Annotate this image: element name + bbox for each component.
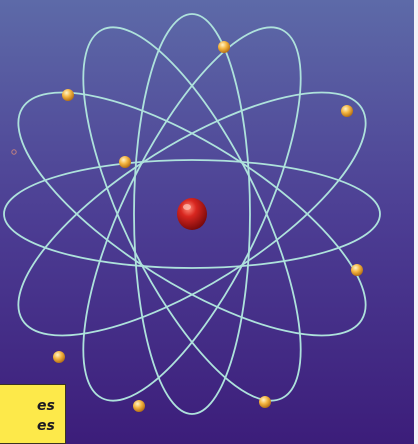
electron-icon bbox=[218, 41, 230, 53]
electron-icon bbox=[259, 396, 271, 408]
nucleus-icon bbox=[177, 198, 207, 230]
nucleus-highlight bbox=[183, 204, 191, 210]
electron-icon bbox=[119, 156, 131, 168]
caption-line: es bbox=[37, 399, 55, 413]
electron-icon bbox=[341, 105, 353, 117]
page-edge bbox=[414, 0, 418, 444]
nucleus bbox=[177, 198, 207, 230]
electron-icon bbox=[133, 400, 145, 412]
electron-icon bbox=[62, 89, 74, 101]
electron-icon bbox=[351, 264, 363, 276]
caption-box: es es bbox=[0, 384, 66, 444]
electron-icon bbox=[53, 351, 65, 363]
caption-line: es bbox=[37, 419, 55, 433]
